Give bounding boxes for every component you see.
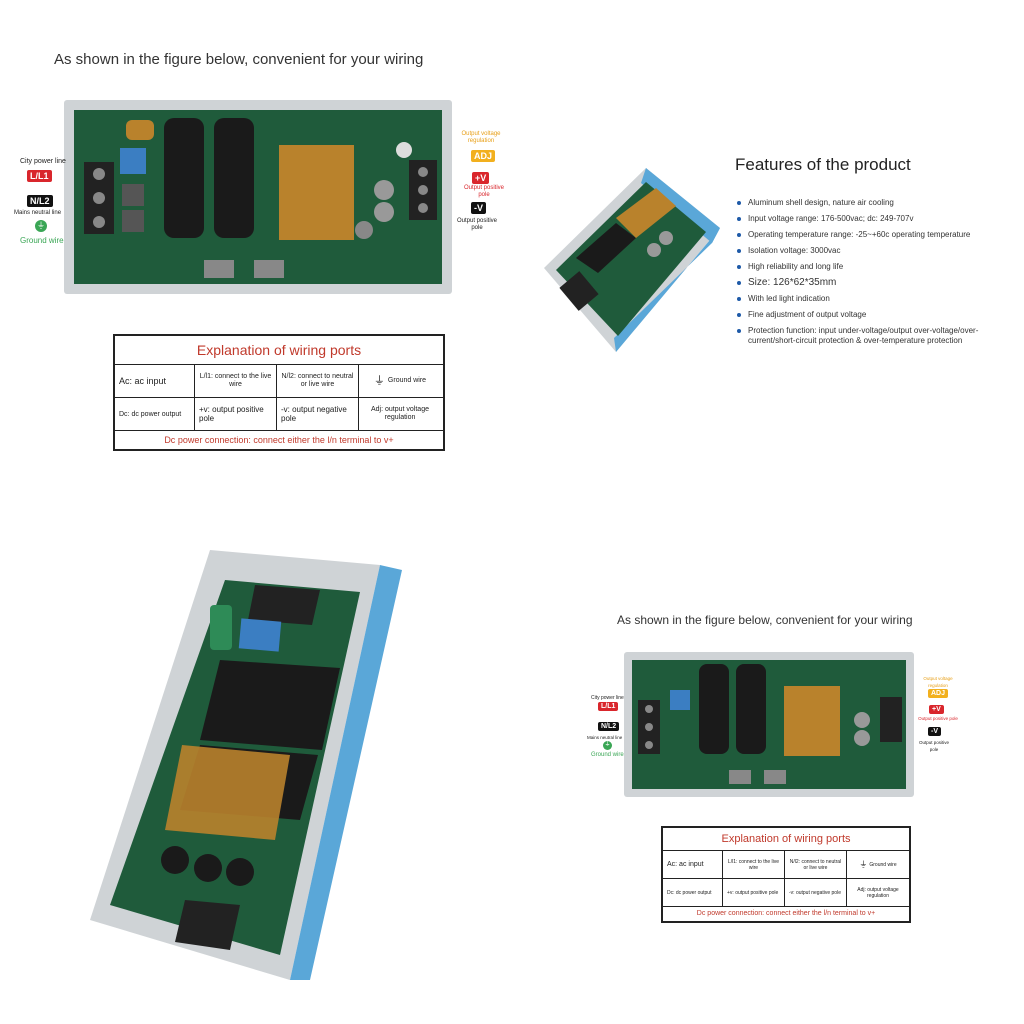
table-footer: Dc power connection: connect either the … xyxy=(696,910,876,917)
l-l1-tag: L/L1 xyxy=(27,170,52,182)
table-row: Dc: dc power output +v: output positive … xyxy=(115,398,443,431)
ground-symbol-icon: ⏚ xyxy=(373,375,385,387)
feature-item: Fine adjustment of output voltage xyxy=(737,310,988,320)
mains-neutral-line-label: Mains neutral line xyxy=(14,210,62,216)
table-row: Ac: ac input L/l1: connect to the live w… xyxy=(115,365,443,398)
output-positive-pole-label-2: Output positive pole xyxy=(456,218,498,231)
wiring-ports-table: Explanation of wiring ports Ac: ac input… xyxy=(113,334,445,451)
mains-neutral-line-label-small: Mains neutral line xyxy=(587,735,623,740)
table-cell: Dc: dc power output xyxy=(115,398,195,430)
table-row: Dc: dc power output +v: output positive … xyxy=(663,879,909,907)
output-positive-pole-label: Output positive pole xyxy=(463,185,505,198)
table-cell: Ac: ac input xyxy=(115,365,195,397)
output-positive-pole-label-small: Output positive pole xyxy=(918,716,958,721)
output-voltage-regulation-label-small: Output voltage regulation xyxy=(923,676,953,688)
feature-item: Isolation voltage: 3000vac xyxy=(737,246,988,256)
adj-tag: ADJ xyxy=(471,150,496,162)
top-heading: As shown in the figure below, convenient… xyxy=(54,51,424,68)
power-supply-angled-photo xyxy=(536,168,720,352)
feature-item: Aluminum shell design, nature air coolin… xyxy=(737,198,988,208)
power-supply-perspective-photo xyxy=(90,550,410,980)
minus-v-tag-small: -V xyxy=(928,727,941,736)
table-cell: L/l1: connect to the live wire xyxy=(195,365,277,397)
feature-item: High reliability and long life xyxy=(737,262,988,272)
feature-item: With led light indication xyxy=(737,294,988,304)
table-cell: -v: output negative pole xyxy=(277,398,359,430)
minus-v-tag: -V xyxy=(471,202,486,214)
table-cell: L/l1: connect to the live wire xyxy=(723,851,785,878)
table-row: Ac: ac input L/l1: connect to the live w… xyxy=(663,851,909,879)
feature-item: Input voltage range: 176-500vac; dc: 249… xyxy=(737,214,988,224)
city-power-line-label-small: City power line xyxy=(591,695,624,701)
n-l2-tag: N/L2 xyxy=(27,195,53,207)
features-list: Aluminum shell design, nature air coolin… xyxy=(737,198,988,352)
output-voltage-regulation-label: Output voltage regulation xyxy=(461,131,501,144)
output-positive-pole-label-small-2: Output positive pole xyxy=(918,740,950,752)
table-cell: Adj: output voltage regulation xyxy=(371,406,429,421)
table-cell: Adj: output voltage regulation xyxy=(857,886,899,899)
ground-wire-text: Ground wire xyxy=(869,861,897,868)
table-cell: ⏚ Ground wire xyxy=(359,365,441,397)
table-cell: N/l2: connect to neutral or live wire xyxy=(785,851,847,878)
feature-item: Size: 126*62*35mm xyxy=(737,278,988,288)
feature-item: Protection function: input under-voltage… xyxy=(737,326,988,346)
city-power-line-label: City power line xyxy=(20,158,66,165)
table-cell: Ac: ac input xyxy=(663,851,723,878)
table-cell: N/l2: connect to neutral or live wire xyxy=(277,365,359,397)
features-title: Features of the product xyxy=(735,155,911,174)
adj-tag-small: ADJ xyxy=(928,689,949,698)
ground-icon: ⏚ xyxy=(35,220,47,232)
table-cell: ⏚ Ground wire xyxy=(847,851,909,878)
power-supply-top-photo xyxy=(64,100,452,294)
table-cell: +v: output positive pole xyxy=(723,879,785,906)
table-title: Explanation of wiring ports xyxy=(115,336,443,365)
feature-item: Operating temperature range: -25~+60c op… xyxy=(737,230,988,240)
angled-psu-illustration xyxy=(544,168,720,352)
power-supply-top-photo-small xyxy=(624,652,914,797)
wiring-ports-table-small: Explanation of wiring ports Ac: ac input… xyxy=(661,826,911,923)
plus-v-tag: +V xyxy=(472,172,490,184)
n-l2-tag-small: N/L2 xyxy=(598,722,620,731)
ground-symbol-icon: ⏚ xyxy=(859,859,868,869)
pcb-illustration xyxy=(64,100,452,294)
table-title: Explanation of wiring ports xyxy=(663,828,909,851)
perspective-psu-illustration xyxy=(90,550,402,980)
table-footer: Dc power connection: connect either the … xyxy=(164,435,394,445)
plus-v-tag-small: +V xyxy=(929,705,944,714)
table-cell: +v: output positive pole xyxy=(195,398,277,430)
ground-wire-text: Ground wire xyxy=(387,377,427,384)
table-cell: -v: output negative pole xyxy=(785,879,847,906)
pcb-illustration-small xyxy=(624,652,914,797)
ground-wire-label-small: Ground wire xyxy=(591,752,624,758)
ground-wire-label: Ground wire xyxy=(20,236,64,245)
ground-icon-small: ⏚ xyxy=(603,741,612,750)
table-cell: Dc: dc power output xyxy=(663,879,723,906)
l-l1-tag-small: L/L1 xyxy=(598,702,619,711)
bottom-heading: As shown in the figure below, convenient… xyxy=(617,613,913,627)
